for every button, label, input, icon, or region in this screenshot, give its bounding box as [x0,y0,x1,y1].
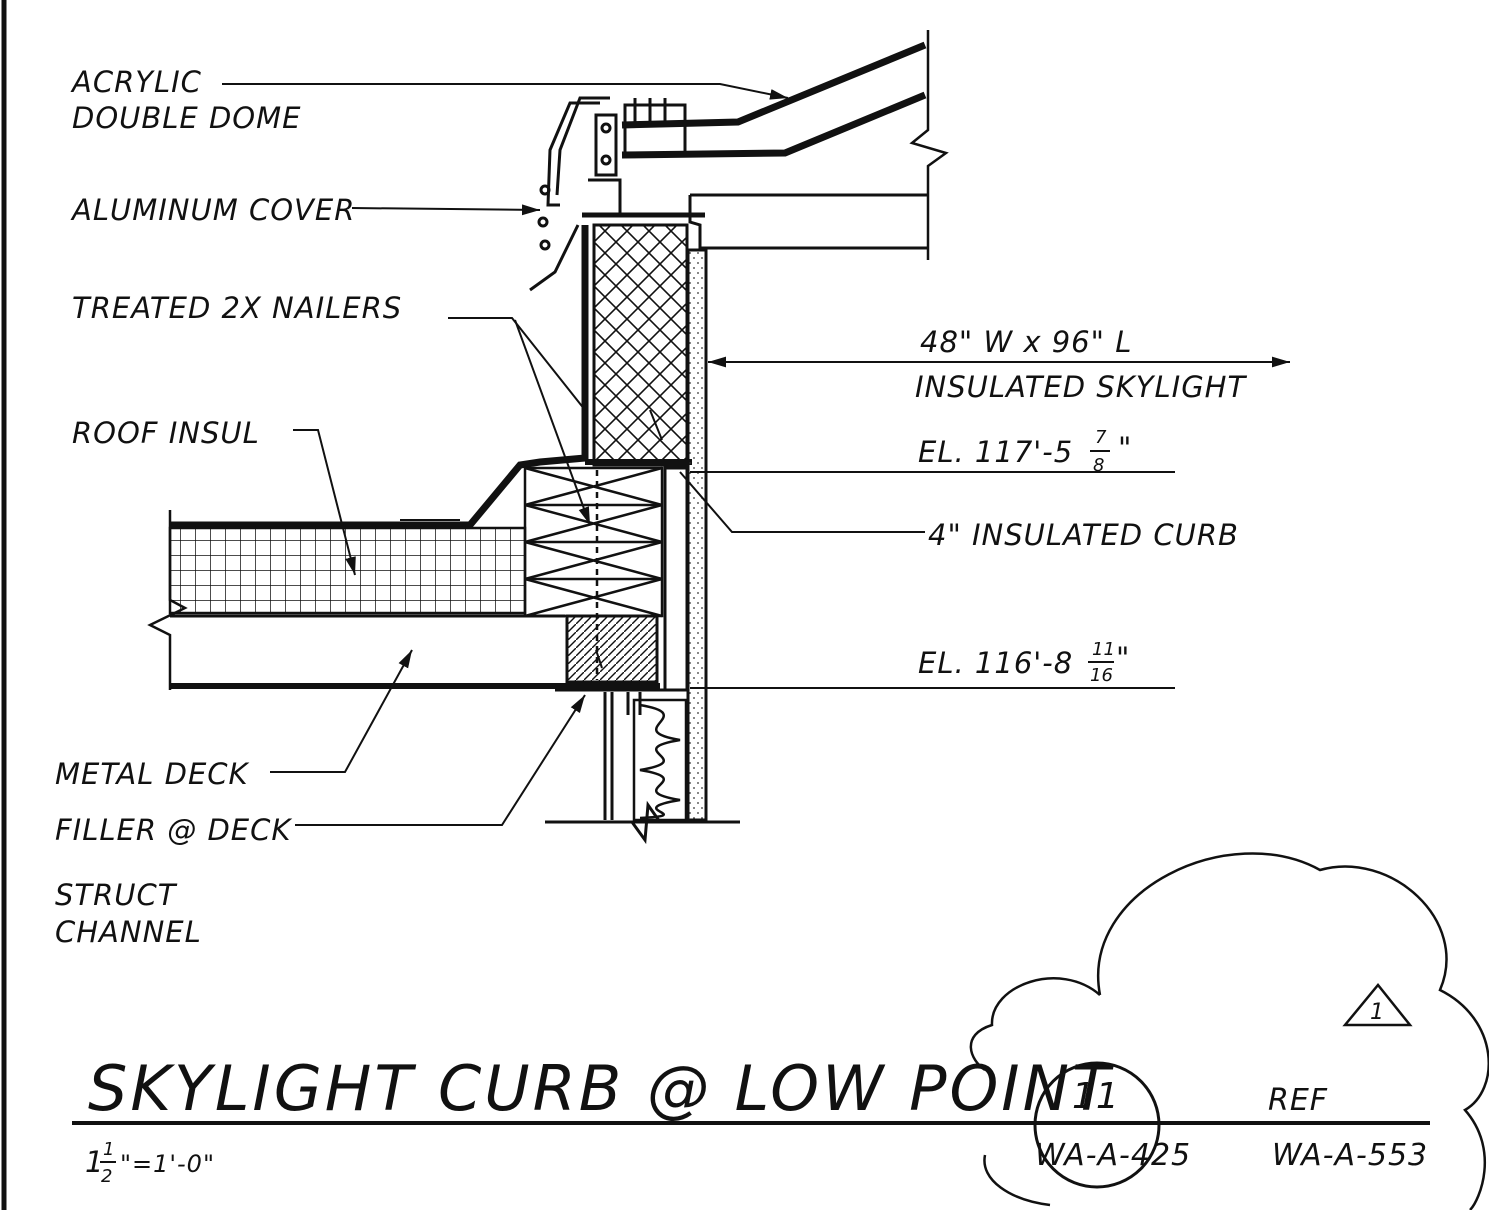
scale-rest: "=1'-0" [120,1150,215,1178]
skylight-frame [529,96,928,292]
revision-number: 1 [1370,1000,1384,1025]
label-el-upper: EL. 117'-5 [918,435,1073,469]
sheet-reference: WA-A-425 [1035,1138,1191,1173]
scale-whole: 1 [85,1145,104,1179]
detail-bubble [1033,1061,1161,1189]
insulated-curb [592,223,689,467]
drawing-title: SKYLIGHT CURB @ LOW POINT [88,1052,1114,1125]
ref-label: REF [1268,1083,1328,1118]
label-insulated-skylight: INSULATED SKYLIGHT [915,370,1247,404]
interior-wall [686,248,708,822]
ref-sheet: WA-A-553 [1272,1138,1428,1173]
leader-lines [222,83,1290,826]
el-lower-denominator: 16 [1090,665,1113,686]
revision-cloud [969,852,1489,1210]
treated-nailers [523,466,664,680]
el-lower-suffix: " [1116,641,1130,675]
roof-membrane [170,225,589,529]
label-filler-deck: FILLER @ DECK [55,813,292,847]
revision-triangle [1342,983,1413,1027]
label-channel: CHANNEL [55,915,202,949]
wall-insulation [632,698,688,822]
label-el-lower: EL. 116'-8 [918,646,1073,680]
el-upper-denominator: 8 [1093,455,1104,476]
scale-numerator: 1 [103,1139,114,1160]
el-lower-numerator: 11 [1092,639,1115,660]
roof-insulation [168,526,527,615]
label-skylight-size: 48" W x 96" L [920,325,1132,359]
label-metal-deck: METAL DECK [55,757,250,791]
el-upper-numerator: 7 [1095,427,1107,448]
scale-denominator: 2 [101,1166,112,1187]
metal-deck [147,510,660,690]
detail-number: 11 [1072,1076,1120,1117]
label-double-dome: DOUBLE DOME [72,101,301,135]
filler-at-deck [565,614,659,684]
el-upper-suffix: " [1118,431,1132,465]
label-aluminum-cover: ALUMINUM COVER [70,193,355,227]
label-treated-nailers: TREATED 2X NAILERS [72,291,402,325]
structural-channel [545,466,740,845]
label-struct: STRUCT [55,878,178,912]
label-acrylic: ACRYLIC [70,65,202,99]
label-roof-insul: ROOF INSUL [72,416,260,450]
label-insulated-curb: 4" INSULATED CURB [928,518,1239,552]
